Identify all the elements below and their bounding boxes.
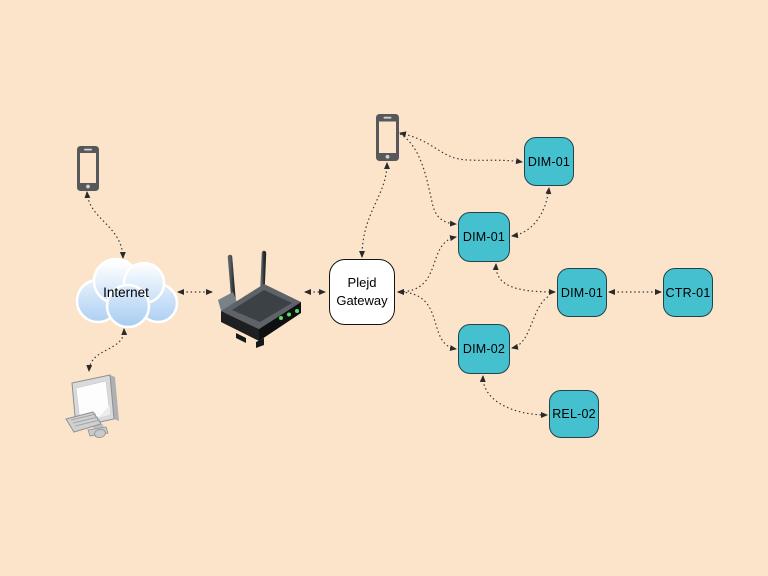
edge-phone-mesh-dim01-top	[399, 131, 523, 165]
edge-gateway-dim02	[397, 289, 457, 351]
device-node-ctr01: CTR-01	[663, 268, 713, 317]
smartphone-icon-mesh	[376, 114, 399, 161]
edge-phone-left-cloud	[84, 191, 126, 259]
device-label: DIM-01	[462, 230, 506, 244]
device-label: REL-02	[552, 407, 596, 421]
smartphone-icon-left	[77, 146, 99, 191]
edge-cloud-computer	[86, 328, 128, 372]
edge-dim02-rel02	[479, 375, 548, 418]
device-node-dim01-mid: DIM-01	[458, 212, 510, 262]
device-node-dim01-top: DIM-01	[524, 137, 574, 186]
edge-dim01-mid-dim01-top	[511, 187, 552, 239]
edge-dim01-mid-dim01-right	[492, 263, 556, 295]
device-label: DIM-01	[527, 154, 571, 169]
edge-gateway-dim01-mid	[397, 235, 457, 295]
edge-gateway-phone-mesh	[359, 162, 390, 258]
gateway-label-line1: Plejd	[347, 275, 377, 291]
device-node-rel02: REL-02	[549, 390, 599, 438]
gateway-label-line2: Gateway	[336, 293, 388, 308]
wifi-router-icon	[218, 250, 301, 348]
device-label: DIM-01	[560, 285, 604, 300]
device-node-dim01-right: DIM-01	[557, 268, 607, 317]
desktop-computer-icon	[65, 374, 119, 438]
device-label: CTR-01	[665, 285, 711, 300]
device-node-dim02: DIM-02	[458, 324, 510, 374]
edge-dim02-dim01-right	[511, 295, 550, 350]
plejd-gateway-node: Plejd Gateway	[329, 259, 395, 325]
cloud-label: Internet	[103, 285, 149, 300]
edge-phone-mesh-dim01-mid	[399, 133, 457, 227]
internet-cloud-icon	[75, 257, 179, 329]
device-label: DIM-02	[462, 342, 506, 356]
